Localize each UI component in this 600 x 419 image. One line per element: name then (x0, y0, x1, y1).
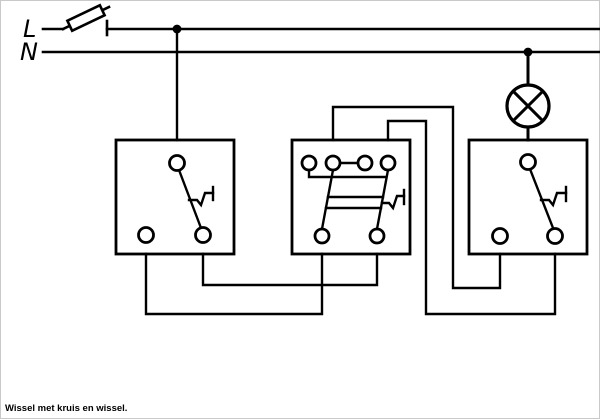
lamp-icon (505, 50, 551, 142)
traveler-wire-3 (331, 105, 502, 290)
bridge-rungs (324, 195, 385, 210)
common-terminal (519, 153, 537, 171)
common-terminal (168, 154, 186, 172)
intermediate-switch (290, 138, 412, 256)
top-terminal (356, 154, 374, 172)
switch-blade (528, 167, 555, 230)
traveler-terminal (546, 227, 564, 245)
traveler-terminal (137, 226, 155, 244)
switch-blade (375, 168, 390, 231)
switch-blade (320, 168, 335, 231)
actuator-icon (380, 188, 406, 211)
actuator-icon (539, 185, 568, 208)
top-terminal (379, 154, 397, 172)
traveler-wire-2 (201, 252, 379, 287)
power-rails: L N (20, 3, 600, 66)
two-way-switch-right (467, 138, 589, 256)
diagram-caption: Wissel met kruis en wissel. (5, 403, 127, 414)
fuse-icon (61, 3, 111, 37)
switch-enclosure (114, 138, 236, 256)
bottom-terminal (313, 227, 331, 245)
cross-bar (307, 168, 388, 179)
traveler-terminal (194, 226, 212, 244)
top-terminal (300, 154, 318, 172)
actuator-icon (187, 185, 215, 208)
traveler-wires (144, 105, 557, 316)
switch-enclosure (467, 138, 589, 256)
live-rail-label: L (23, 15, 36, 43)
switch-enclosure (290, 138, 412, 256)
bottom-terminal (368, 227, 386, 245)
traveler-wire-4 (386, 119, 557, 316)
top-terminal (324, 154, 342, 172)
traveler-terminal (491, 227, 509, 245)
two-way-switch-left (114, 138, 236, 256)
neutral-rail-label: N (20, 38, 38, 66)
